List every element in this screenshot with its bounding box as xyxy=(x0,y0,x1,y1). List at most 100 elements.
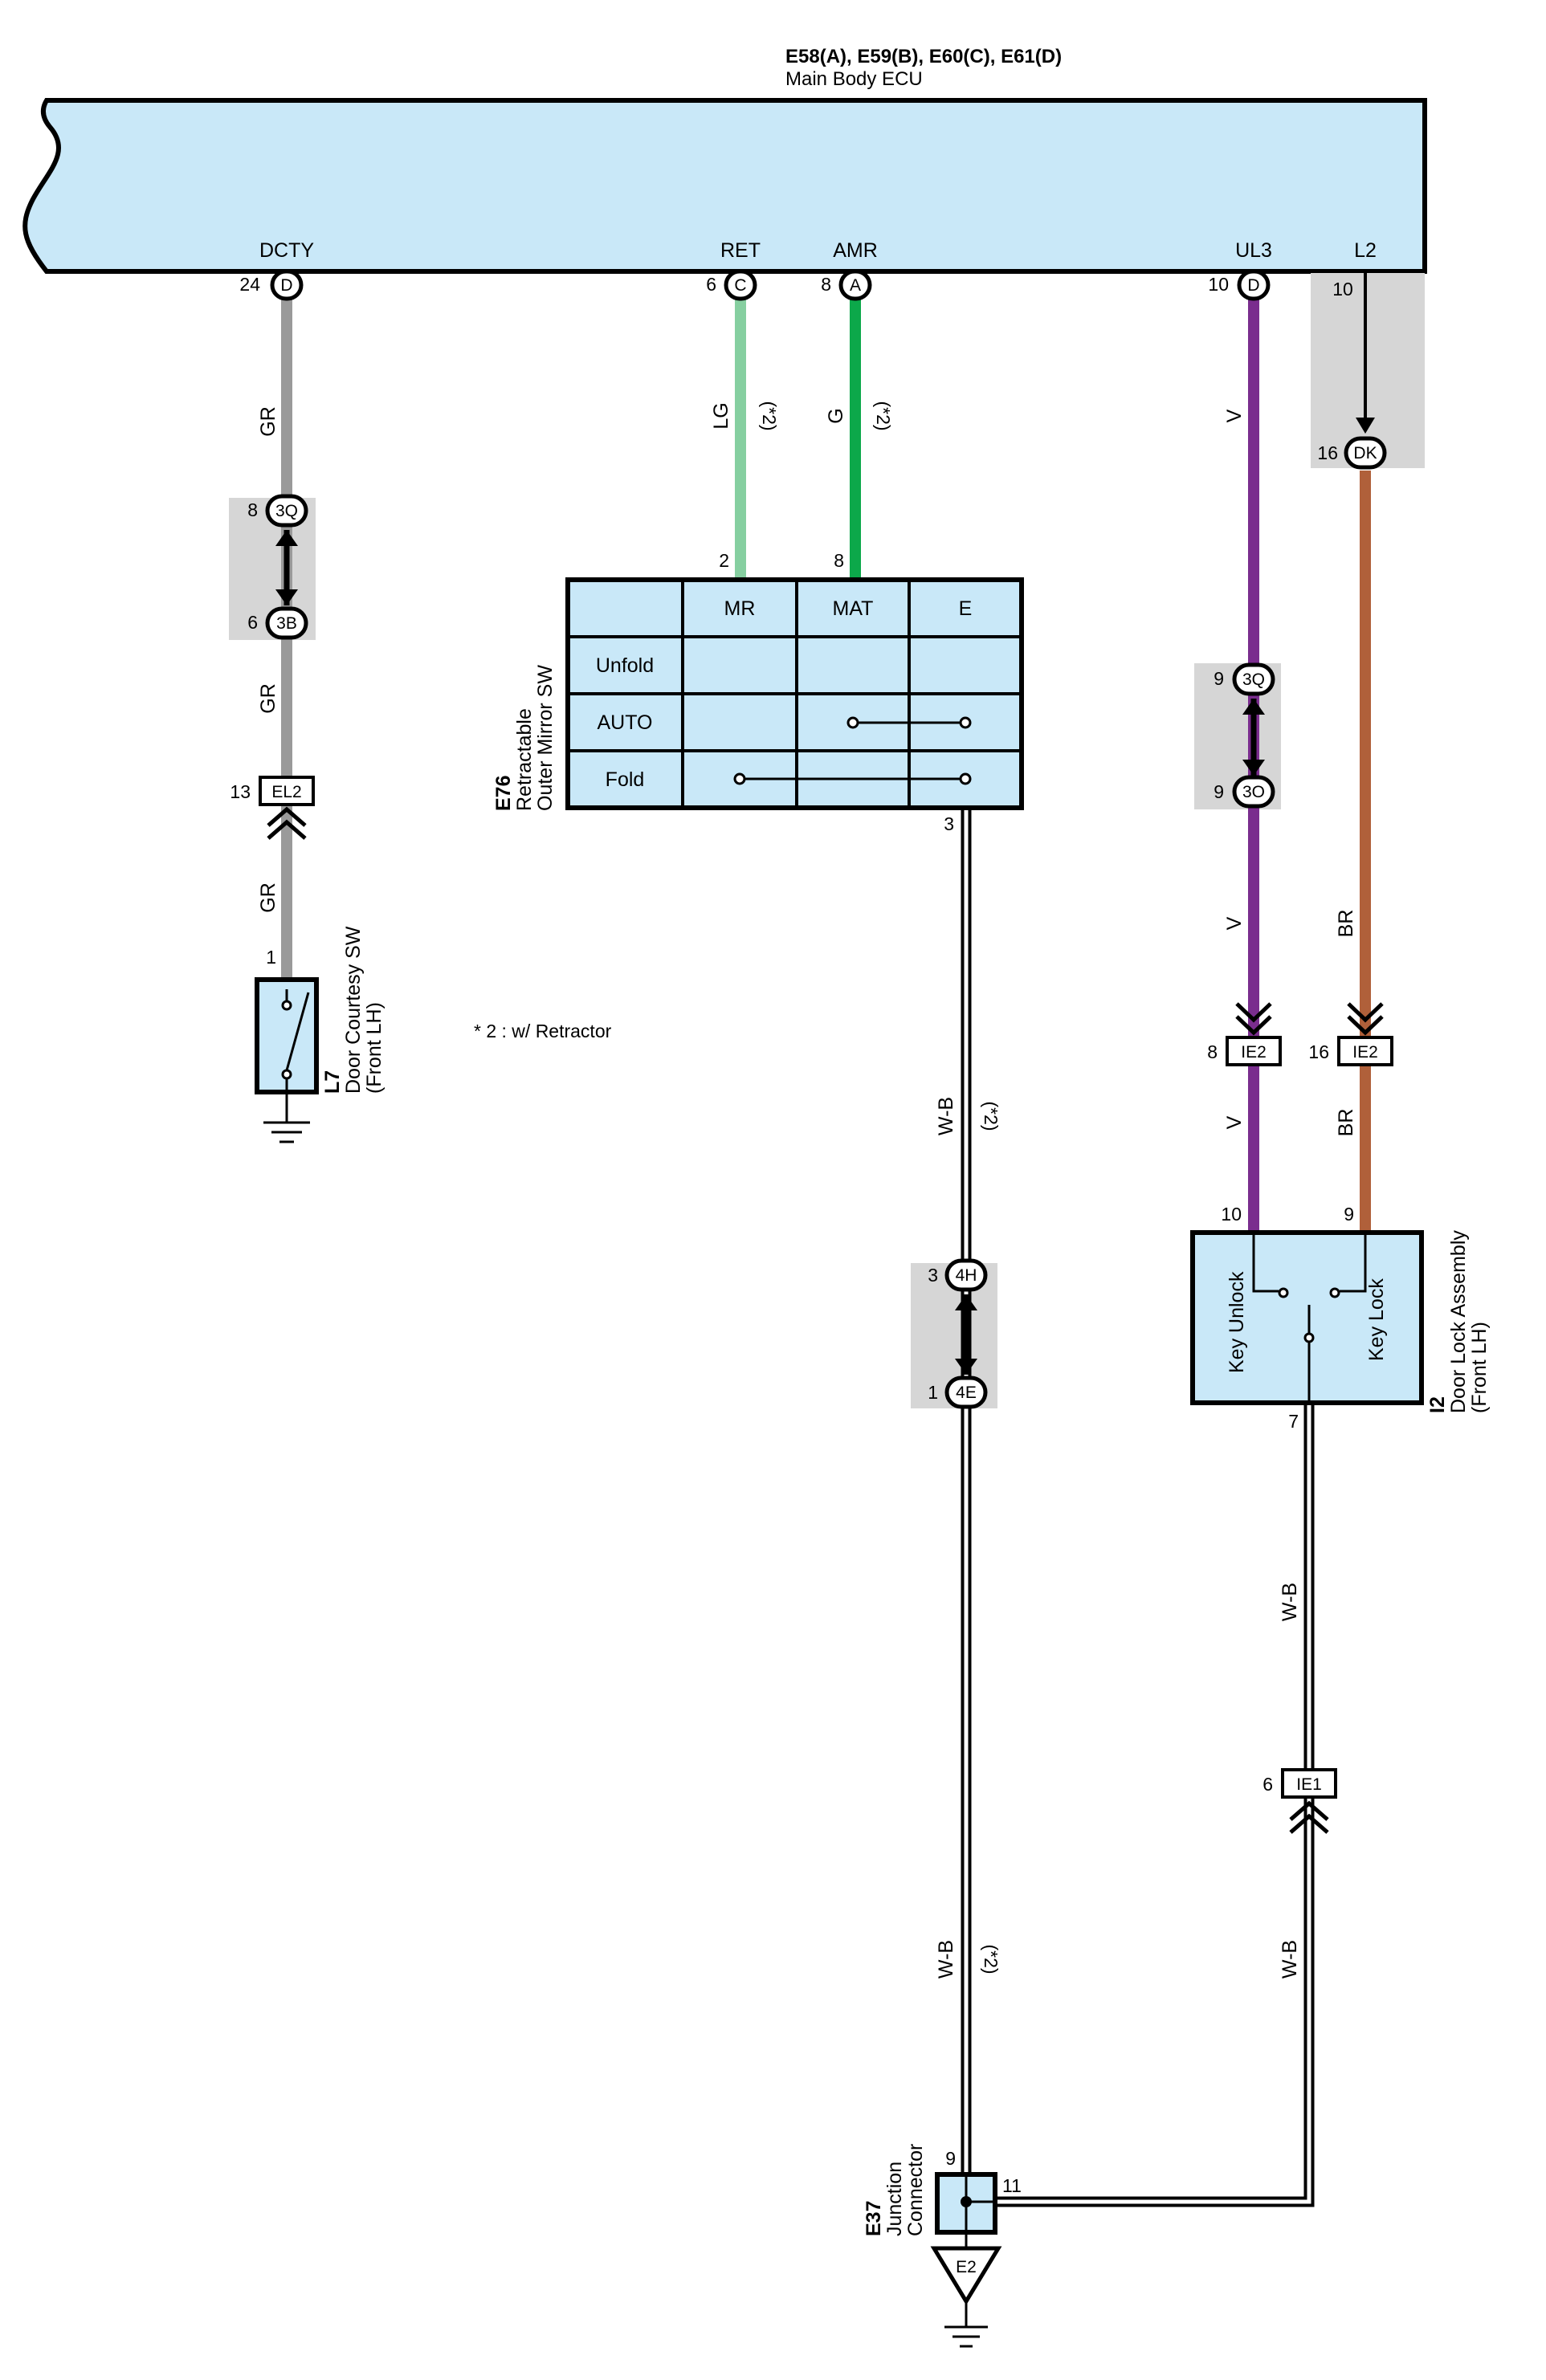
door-lock-box xyxy=(1190,1230,1424,1405)
note-mark-wb-1: (*2) xyxy=(981,1101,1001,1131)
ground-e2: E2 xyxy=(930,2232,1002,2348)
svg-text:3O: 3O xyxy=(1242,783,1265,801)
mirror-row-auto: AUTO xyxy=(598,711,653,734)
wire-label-br-2: BR xyxy=(1335,1109,1357,1137)
door-lock-lock-label: Key Lock xyxy=(1365,1278,1388,1361)
wire-label-wb-1: W-B xyxy=(935,1097,957,1135)
pin-ul3: D 10 xyxy=(1208,269,1271,301)
svg-text:8: 8 xyxy=(821,274,831,295)
mirror-col-mat: MAT xyxy=(833,597,874,620)
wire-label-g: G xyxy=(825,408,847,423)
mirror-code: E76 xyxy=(492,776,515,811)
svg-text:9: 9 xyxy=(1214,668,1224,689)
pin-ret: C 6 xyxy=(706,269,757,301)
note-mark-wb-2: (*2) xyxy=(981,1944,1001,1974)
ecu-connectors-label: E58(A), E59(B), E60(C), E61(D) xyxy=(785,46,1062,67)
wire-label-v-3: V xyxy=(1223,1115,1246,1129)
junction-3q-left: 3Q 8 xyxy=(247,494,308,528)
pin-dcty: D 24 xyxy=(239,269,304,301)
svg-text:6: 6 xyxy=(1262,1774,1273,1795)
wire-label-wb-3: W-B xyxy=(1279,1583,1301,1621)
svg-text:16: 16 xyxy=(1308,1041,1329,1062)
wire-wb-right xyxy=(996,1405,1315,2207)
junction-connector-code: E37 xyxy=(863,2201,885,2236)
svg-text:6: 6 xyxy=(247,612,258,633)
junction-3b: 3B 6 xyxy=(247,606,308,640)
wire-label-br-1: BR xyxy=(1335,910,1357,938)
wire-label-v-1: V xyxy=(1223,409,1246,422)
svg-text:3B: 3B xyxy=(276,614,297,633)
svg-text:8: 8 xyxy=(247,499,258,520)
wire-label-v-2: V xyxy=(1223,916,1246,930)
mirror-fold-contact xyxy=(733,772,972,785)
svg-text:C: C xyxy=(734,276,746,295)
door-courtesy-pin: 1 xyxy=(266,947,276,968)
mirror-row-fold: Fold xyxy=(606,768,645,791)
svg-text:10: 10 xyxy=(1208,274,1229,295)
svg-text:IE2: IE2 xyxy=(1352,1043,1378,1062)
svg-text:6: 6 xyxy=(706,274,716,295)
junction-el2: EL2 13 xyxy=(230,776,315,806)
junction-connector-name-2: Connector xyxy=(904,2144,927,2236)
junction-ie2-br: IE2 16 xyxy=(1308,1036,1393,1066)
door-lock-pin-gnd: 7 xyxy=(1288,1411,1299,1432)
door-lock-pin-lock: 9 xyxy=(1344,1204,1354,1225)
terminal-l2: L2 xyxy=(1354,239,1377,262)
svg-text:D: D xyxy=(280,276,292,295)
door-lock-name: Door Lock Assembly xyxy=(1447,1230,1470,1413)
door-courtesy-sub: (Front LH) xyxy=(363,1002,385,1094)
wire-label-gr-3: GR xyxy=(257,882,279,913)
mirror-switch-table xyxy=(565,577,1024,810)
svg-text:4H: 4H xyxy=(956,1266,977,1285)
svg-text:IE1: IE1 xyxy=(1296,1775,1322,1794)
door-courtesy-switch xyxy=(255,977,319,1094)
double-arrow-left xyxy=(275,530,298,605)
double-arrow-right xyxy=(1242,699,1265,776)
door-lock-code: I2 xyxy=(1426,1396,1449,1413)
ecu-body xyxy=(22,98,1427,274)
junction-3q-right: 3Q 9 xyxy=(1214,662,1275,696)
svg-text:D: D xyxy=(1247,276,1259,295)
ground-icon-door-courtesy xyxy=(263,1092,310,1143)
svg-text:8: 8 xyxy=(1207,1041,1218,1062)
wire-label-lg: LG xyxy=(710,402,732,429)
note-mark-g: (*2) xyxy=(873,401,894,430)
svg-text:3Q: 3Q xyxy=(1242,670,1265,689)
wire-label-gr-2: GR xyxy=(257,683,279,714)
note-retractor: * 2 : w/ Retractor xyxy=(474,1021,612,1041)
mirror-pin-mat: 8 xyxy=(834,550,844,571)
svg-text:1: 1 xyxy=(928,1382,938,1403)
door-courtesy-name: Door Courtesy SW xyxy=(342,926,365,1094)
junction-4e: 4E 1 xyxy=(928,1375,988,1409)
mirror-row-unfold: Unfold xyxy=(596,654,654,677)
svg-text:4E: 4E xyxy=(956,1384,977,1402)
chevron-down-icon-br xyxy=(1347,1002,1384,1036)
terminal-ret: RET xyxy=(720,239,761,262)
terminal-amr: AMR xyxy=(833,239,878,262)
junction-ie2-v: IE2 8 xyxy=(1207,1036,1282,1066)
svg-text:16: 16 xyxy=(1317,442,1338,463)
terminal-dcty: DCTY xyxy=(259,239,314,262)
mirror-auto-contact xyxy=(846,716,972,729)
wire-label-wb-2: W-B xyxy=(935,1940,957,1979)
door-courtesy-code: L7 xyxy=(321,1070,344,1094)
wire-label-gr-1: GR xyxy=(257,406,279,437)
svg-text:E2: E2 xyxy=(956,2258,977,2276)
mirror-col-mr: MR xyxy=(724,597,756,620)
svg-text:IE2: IE2 xyxy=(1241,1043,1267,1062)
door-lock-pin-unlock: 10 xyxy=(1221,1204,1242,1225)
note-mark-lg: (*2) xyxy=(759,401,780,430)
door-lock-sub: (Front LH) xyxy=(1468,1322,1491,1413)
shade-l2-dk xyxy=(1311,273,1425,468)
junction-connector-pin-right: 11 xyxy=(1002,2175,1022,2196)
mirror-name-1: Retractable xyxy=(513,708,536,811)
pin-l2: 10 xyxy=(1332,279,1353,300)
chevron-up-icon-ie1 xyxy=(1289,1800,1329,1834)
mirror-name-2: Outer Mirror SW xyxy=(534,665,557,811)
chevron-up-icon xyxy=(267,806,307,840)
pin-amr: A 8 xyxy=(821,269,872,301)
chevron-down-icon-v xyxy=(1235,1002,1272,1036)
door-lock-unlock-label: Key Unlock xyxy=(1226,1271,1248,1373)
junction-connector-name-1: Junction xyxy=(883,2162,906,2236)
wire-label-wb-4: W-B xyxy=(1279,1940,1301,1979)
